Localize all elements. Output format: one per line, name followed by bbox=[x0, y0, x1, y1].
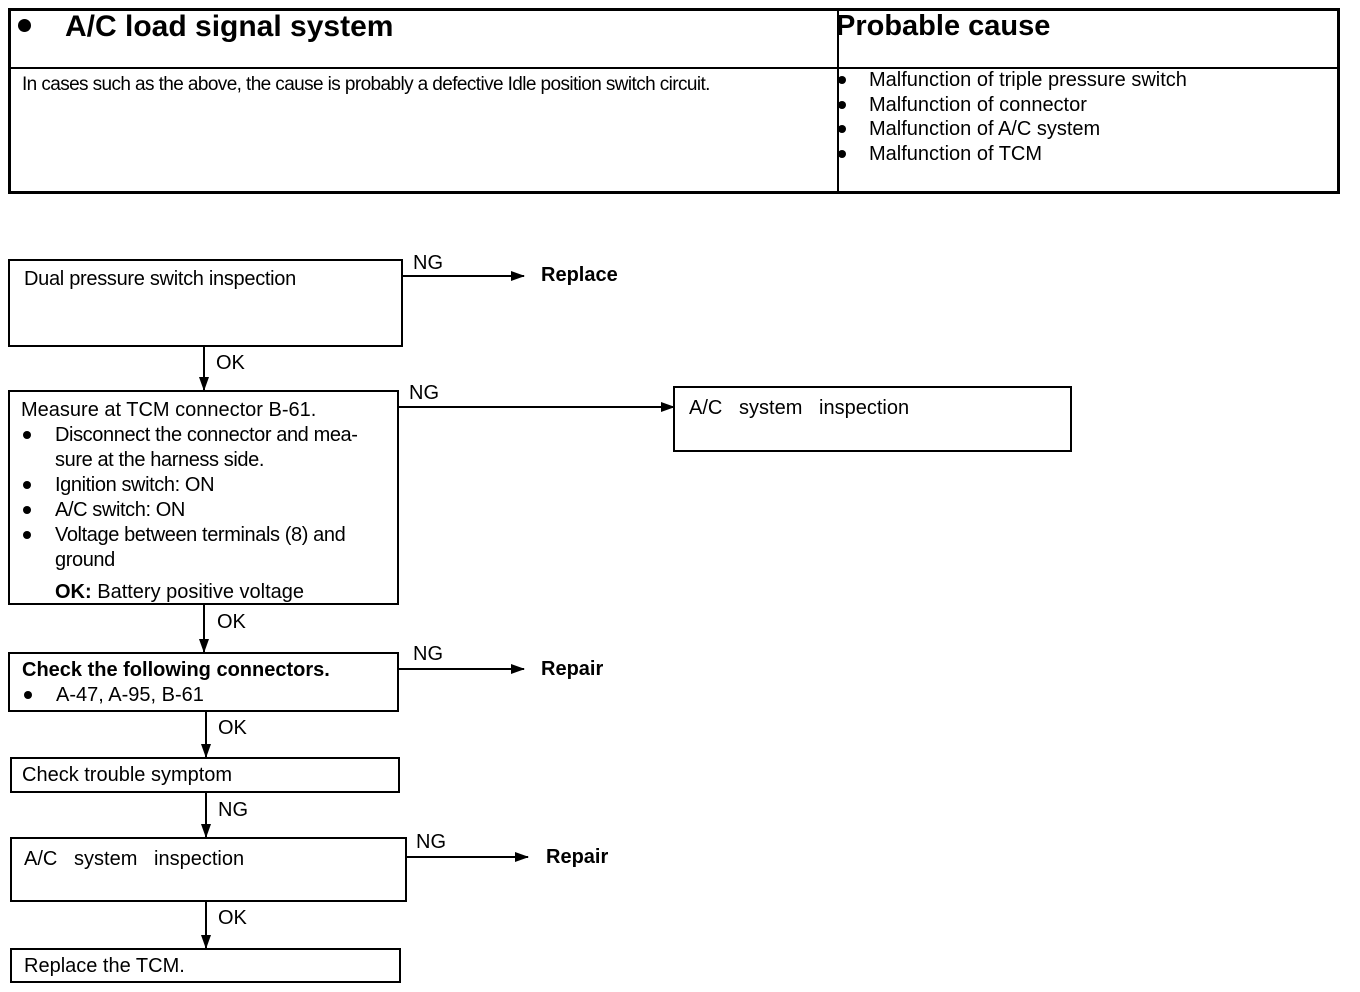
step-check-connectors: Check the following connectors. A-47, A-… bbox=[8, 652, 399, 712]
ok-label: OK bbox=[218, 717, 247, 739]
condition-item: Ignition switch: ON bbox=[21, 473, 401, 498]
step-ac-system-inspection: A/C system inspection bbox=[10, 837, 407, 902]
step-dual-pressure-inspection: Dual pressure switch inspection bbox=[8, 259, 403, 347]
ok-label: OK bbox=[218, 907, 247, 929]
ok-label: OK bbox=[217, 611, 246, 633]
cause-list: Malfunction of triple pressure switch Ma… bbox=[836, 68, 1187, 166]
ng-label: NG bbox=[413, 643, 443, 665]
cause-item: Malfunction of triple pressure switch bbox=[836, 68, 1187, 93]
bullet-icon bbox=[18, 18, 31, 32]
condition-item: A/C switch: ON bbox=[21, 498, 401, 523]
measure-conditions: Disconnect the connector and mea-sure at… bbox=[21, 423, 401, 573]
replace-action: Replace bbox=[541, 264, 618, 286]
step-measure-tcm-connector: Measure at TCM connector B-61. Disconnec… bbox=[8, 390, 399, 605]
ok-label: OK bbox=[216, 352, 245, 374]
step-title: Measure at TCM connector B-61. bbox=[21, 399, 317, 421]
cause-item: Malfunction of TCM bbox=[836, 142, 1187, 167]
condition-item: Disconnect the connector and mea-sure at… bbox=[21, 423, 401, 473]
repair-action: Repair bbox=[541, 658, 604, 680]
cause-item: Malfunction of A/C system bbox=[836, 117, 1187, 142]
ac-system-inspection-box: A/C system inspection bbox=[673, 386, 1072, 452]
ng-label: NG bbox=[218, 799, 248, 821]
repair-action: Repair bbox=[546, 846, 609, 868]
step-title: Check the following connectors. bbox=[22, 659, 330, 681]
probable-cause-heading: Probable cause bbox=[836, 10, 1051, 42]
ng-label: NG bbox=[413, 252, 443, 274]
step-replace-tcm: Replace the TCM. bbox=[10, 948, 401, 983]
step-text: Check trouble symptom bbox=[22, 764, 233, 786]
cause-item: Malfunction of connector bbox=[836, 93, 1187, 118]
description-text: In cases such as the above, the cause is… bbox=[22, 74, 710, 95]
ng-label: NG bbox=[416, 831, 446, 853]
step-text: Dual pressure switch inspection bbox=[24, 268, 296, 290]
step-text: A/C system inspection bbox=[24, 848, 245, 870]
step-text: Replace the TCM. bbox=[24, 955, 185, 977]
ok-criterion: OK: Battery positive voltage bbox=[55, 581, 305, 603]
system-title: A/C load signal system bbox=[18, 10, 393, 44]
table-row-divider bbox=[11, 67, 1337, 69]
ng-label: NG bbox=[409, 382, 439, 404]
connector-item: A-47, A-95, B-61 bbox=[22, 683, 330, 708]
step-check-trouble-symptom: Check trouble symptom bbox=[10, 757, 400, 793]
connector-list: A-47, A-95, B-61 bbox=[22, 683, 330, 708]
box-text: A/C system inspection bbox=[689, 397, 910, 419]
